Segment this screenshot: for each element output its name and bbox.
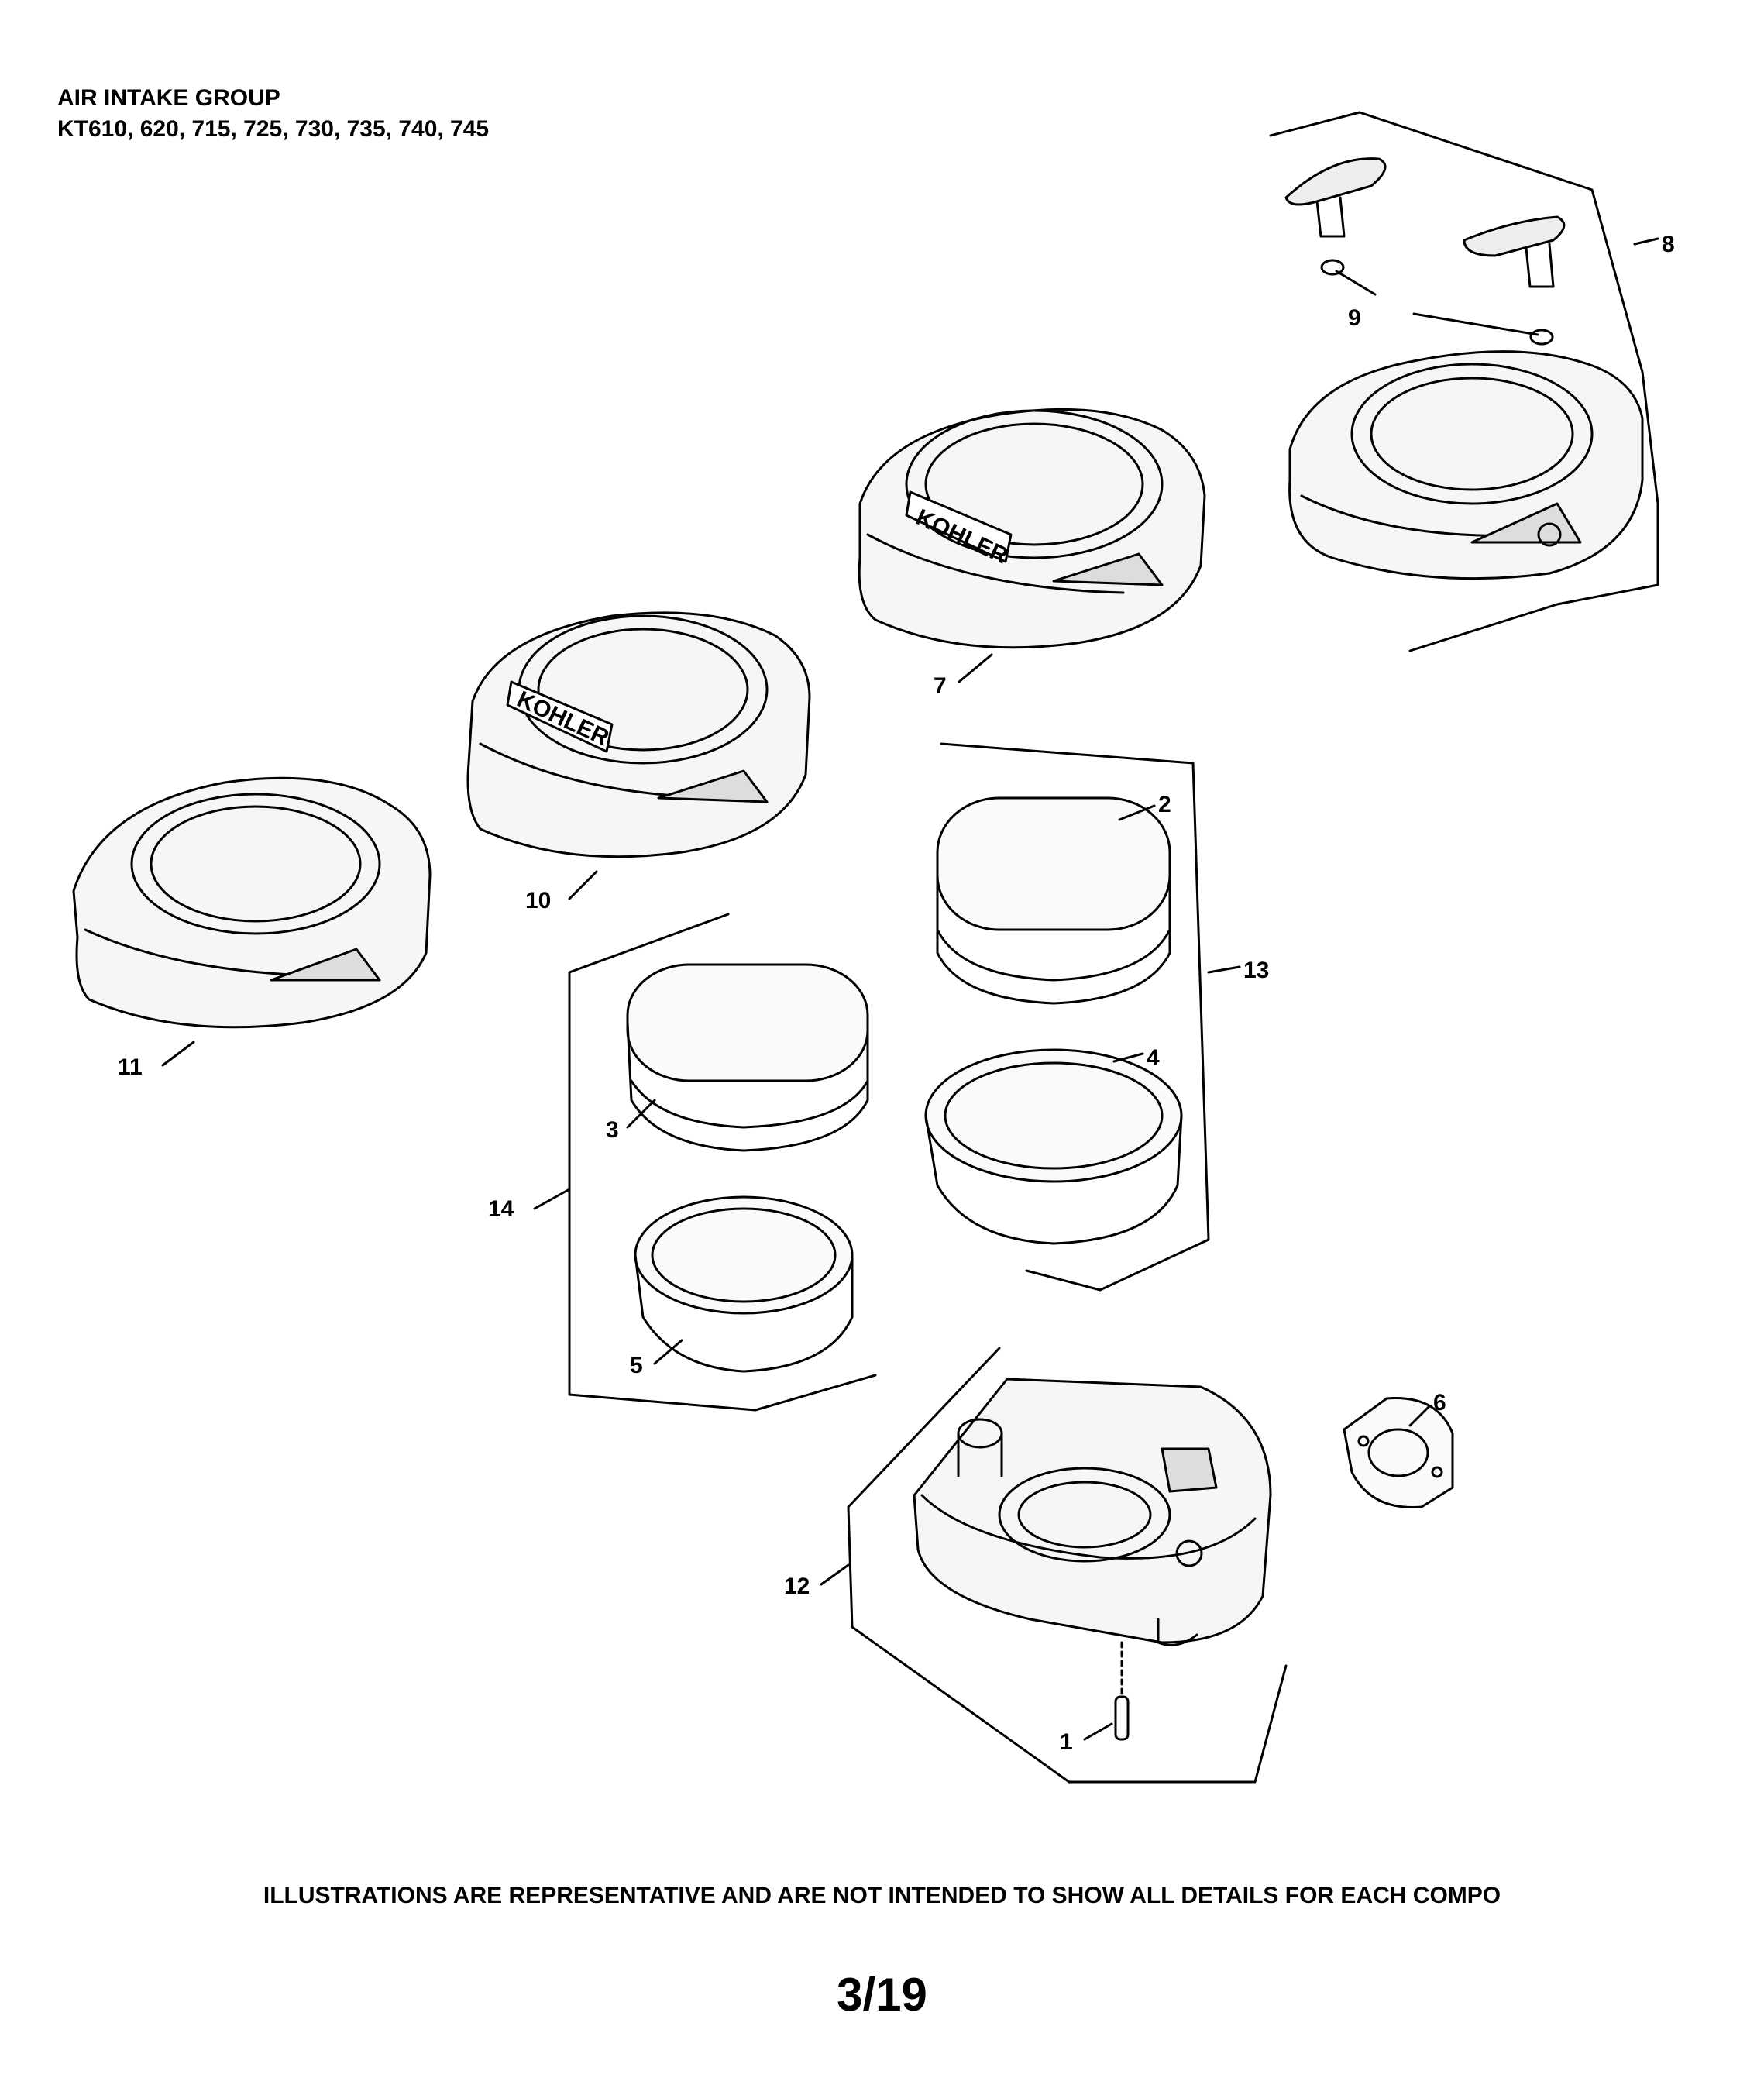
filter-2 — [936, 796, 1171, 1005]
leader-4 — [1112, 1052, 1144, 1063]
seal-5 — [634, 1195, 854, 1373]
leader-8 — [1633, 237, 1659, 246]
leader-9b — [1412, 312, 1539, 336]
callout-2: 2 — [1158, 792, 1171, 817]
leader-5 — [653, 1339, 683, 1365]
washer-left — [1320, 259, 1345, 276]
group-bracket-13 — [940, 742, 1210, 1292]
knob-left — [1284, 157, 1387, 238]
group-bracket-14 — [568, 913, 877, 1412]
callout-14: 14 — [488, 1196, 514, 1222]
leader-7 — [958, 653, 993, 683]
callout-3: 3 — [606, 1117, 619, 1143]
gasket-6 — [1343, 1397, 1454, 1508]
seal-4 — [924, 1048, 1183, 1245]
callout-13: 13 — [1243, 958, 1269, 983]
leader-10 — [568, 870, 598, 900]
callout-1: 1 — [1060, 1729, 1073, 1755]
callout-8: 8 — [1662, 232, 1675, 257]
leader-12 — [820, 1563, 850, 1586]
leader-6 — [1408, 1405, 1431, 1427]
cover-7 — [858, 408, 1206, 649]
group-bracket-8 — [1269, 111, 1659, 652]
pin-1 — [1114, 1641, 1130, 1741]
leader-3 — [626, 1099, 656, 1129]
base-12 — [913, 1378, 1272, 1646]
filter-3 — [626, 963, 869, 1152]
leader-13 — [1207, 965, 1241, 974]
washer-right — [1529, 329, 1554, 346]
callout-5: 5 — [630, 1353, 643, 1378]
callout-11: 11 — [118, 1054, 143, 1080]
callout-10: 10 — [525, 888, 551, 913]
callout-4: 4 — [1147, 1045, 1160, 1071]
disclaimer: ILLUSTRATIONS ARE REPRESENTATIVE AND ARE… — [263, 1883, 1501, 1908]
knob-right — [1463, 215, 1566, 288]
leader-2 — [1118, 804, 1156, 821]
model-list: KT610, 620, 715, 725, 730, 735, 740, 745 — [57, 116, 490, 142]
cover-10 — [466, 611, 811, 858]
leader-11 — [161, 1041, 195, 1067]
callout-9: 9 — [1348, 305, 1361, 331]
callout-6: 6 — [1433, 1390, 1446, 1416]
diagram-title: AIR INTAKE GROUP — [57, 85, 280, 111]
leader-1 — [1083, 1722, 1113, 1741]
callout-7: 7 — [934, 673, 947, 699]
page-number: 3/19 — [837, 1969, 927, 2021]
callout-12: 12 — [784, 1574, 810, 1599]
cover-8 — [1288, 350, 1644, 580]
group-bracket-12 — [847, 1347, 1288, 1784]
leader-9a — [1335, 270, 1377, 296]
cover-11 — [72, 776, 432, 1029]
leader-14 — [533, 1188, 571, 1210]
